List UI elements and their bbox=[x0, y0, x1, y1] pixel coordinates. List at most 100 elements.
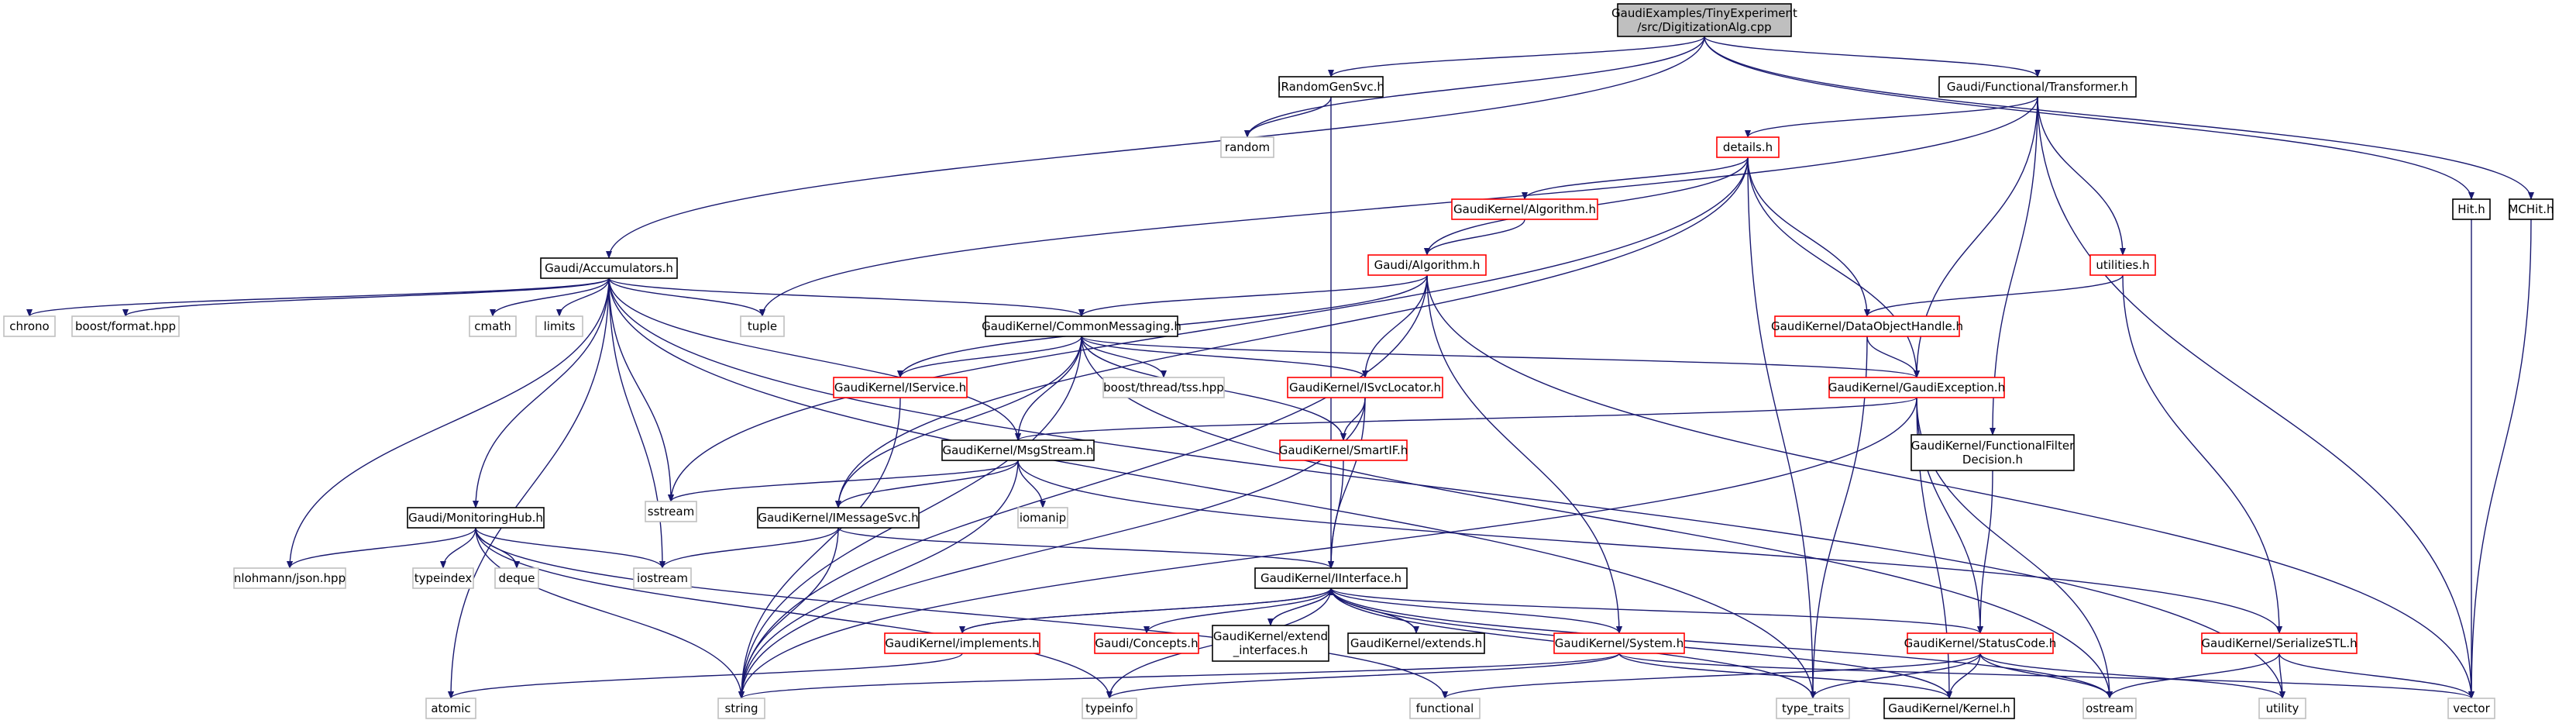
node-atomic: atomic bbox=[425, 698, 476, 719]
node-iservice[interactable]: GaudiKernel/IService.h bbox=[833, 377, 968, 398]
node-gk_algorithm[interactable]: GaudiKernel/Algorithm.h bbox=[1451, 198, 1598, 220]
edge-g_algorithm-to-common_messaging bbox=[1078, 274, 1428, 317]
node-mchit[interactable]: MCHit.h bbox=[2508, 198, 2554, 220]
edge-mchit-to-vector bbox=[2468, 219, 2532, 699]
edge-common_messaging-to-iservice bbox=[897, 336, 1082, 378]
edge-transformer-to-vector bbox=[2037, 96, 2475, 699]
node-system-box bbox=[1553, 632, 1685, 654]
node-kernel[interactable]: GaudiKernel/Kernel.h bbox=[1883, 698, 2015, 719]
node-tuple-box bbox=[740, 315, 785, 337]
node-transformer-label: Gaudi/Functional/Transformer.h bbox=[1947, 80, 2128, 94]
node-hit[interactable]: Hit.h bbox=[2452, 198, 2491, 220]
edge-accumulators-to-utility bbox=[608, 277, 2285, 699]
node-ostream-label: ostream bbox=[2086, 701, 2134, 715]
edge-msgstream-to-serializestl bbox=[1017, 460, 2282, 634]
node-implements[interactable]: GaudiKernel/implements.h bbox=[884, 632, 1040, 654]
node-iomanip: iomanip bbox=[1017, 507, 1068, 529]
node-details[interactable]: details.h bbox=[1716, 136, 1780, 158]
node-functional-box bbox=[1409, 698, 1481, 719]
edge-g_algorithm-to-vector bbox=[1426, 274, 2475, 699]
edge-statuscode-to-kernel bbox=[1946, 653, 1981, 699]
node-concepts[interactable]: Gaudi/Concepts.h bbox=[1094, 632, 1199, 654]
edge-serializestl-to-utility bbox=[2279, 653, 2285, 699]
node-boost_format: boost/format.hpp bbox=[71, 315, 180, 337]
node-monitoringhub[interactable]: Gaudi/MonitoringHub.h bbox=[407, 507, 545, 529]
node-irandom[interactable]: IRandomGenSvc.h bbox=[1278, 76, 1384, 98]
node-tuple: tuple bbox=[740, 315, 785, 337]
node-msgstream-label: GaudiKernel/MsgStream.h bbox=[942, 443, 1093, 457]
edge-common_messaging-to-isvclocator bbox=[1081, 336, 1368, 378]
node-iservice-box bbox=[833, 377, 968, 398]
node-extends-box bbox=[1347, 632, 1485, 654]
node-typeinfo-box bbox=[1082, 698, 1137, 719]
edge-monitoringhub-to-nlohmann bbox=[287, 527, 476, 569]
node-g_algorithm-label: Gaudi/Algorithm.h bbox=[1374, 258, 1481, 272]
node-smartif[interactable]: GaudiKernel/SmartIF.h bbox=[1279, 439, 1408, 461]
node-typeinfo-label: typeinfo bbox=[1085, 701, 1133, 715]
node-extend_interfaces-label: GaudiKernel/extend bbox=[1213, 629, 1328, 643]
node-dataobjecthandle[interactable]: GaudiKernel/DataObjectHandle.h bbox=[1771, 315, 1963, 337]
node-imessagesvc-label: GaudiKernel/IMessageSvc.h bbox=[758, 511, 918, 525]
edge-accumulators-to-atomic bbox=[448, 277, 610, 699]
node-utilities[interactable]: utilities.h bbox=[2089, 254, 2156, 276]
edge-accumulators-to-limits bbox=[556, 277, 610, 317]
edge-details-to-dataobjecthandle bbox=[1747, 157, 1870, 317]
node-functional: functional bbox=[1409, 698, 1481, 719]
node-isvclocator-box bbox=[1287, 377, 1443, 398]
node-mchit-box bbox=[2509, 198, 2554, 220]
node-statuscode-box bbox=[1907, 632, 2054, 654]
node-root-box bbox=[1617, 3, 1792, 37]
node-msgstream[interactable]: GaudiKernel/MsgStream.h bbox=[941, 439, 1095, 461]
node-chrono-box bbox=[3, 315, 56, 337]
node-concepts-label: Gaudi/Concepts.h bbox=[1095, 636, 1198, 650]
node-string-box bbox=[717, 698, 765, 719]
node-gk_algorithm-box bbox=[1451, 198, 1598, 220]
edge-accumulators-to-nlohmann bbox=[287, 277, 610, 569]
node-sstream-label: sstream bbox=[648, 505, 694, 519]
node-extends[interactable]: GaudiKernel/extends.h bbox=[1347, 632, 1485, 654]
node-statuscode[interactable]: GaudiKernel/StatusCode.h bbox=[1904, 632, 2057, 654]
edge-msgstream-to-iomanip bbox=[1017, 460, 1046, 508]
node-string-label: string bbox=[724, 701, 758, 715]
node-hit-label: Hit.h bbox=[2457, 202, 2485, 216]
node-isvclocator-label: GaudiKernel/ISvcLocator.h bbox=[1289, 381, 1441, 395]
node-atomic-box bbox=[425, 698, 476, 719]
node-string: string bbox=[717, 698, 765, 719]
edge-common_messaging-to-msgstream bbox=[1015, 336, 1082, 441]
node-accumulators-label: Gaudi/Accumulators.h bbox=[545, 261, 673, 275]
edge-transformer-to-tuple bbox=[759, 96, 2038, 317]
node-ostream-box bbox=[2082, 698, 2137, 719]
node-system[interactable]: GaudiKernel/System.h bbox=[1553, 632, 1685, 654]
node-sstream: sstream bbox=[645, 501, 697, 522]
node-typeindex: typeindex bbox=[412, 567, 474, 589]
node-serializestl[interactable]: GaudiKernel/SerializeSTL.h bbox=[2201, 632, 2358, 654]
edge-g_algorithm-to-string bbox=[738, 274, 1428, 699]
node-root[interactable]: GaudiExamples/TinyExperiment/src/Digitiz… bbox=[1611, 3, 1797, 37]
node-common_messaging[interactable]: GaudiKernel/CommonMessaging.h bbox=[982, 315, 1181, 337]
node-serializestl-label: GaudiKernel/SerializeSTL.h bbox=[2201, 636, 2357, 650]
node-dataobjecthandle-label: GaudiKernel/DataObjectHandle.h bbox=[1771, 319, 1963, 333]
edge-common_messaging-to-imessagesvc bbox=[835, 336, 1082, 508]
node-isvclocator[interactable]: GaudiKernel/ISvcLocator.h bbox=[1287, 377, 1443, 398]
node-typeinfo: typeinfo bbox=[1082, 698, 1137, 719]
node-iinterface[interactable]: GaudiKernel/IInterface.h bbox=[1254, 567, 1408, 589]
node-accumulators[interactable]: Gaudi/Accumulators.h bbox=[540, 257, 678, 279]
node-smartif-box bbox=[1279, 439, 1408, 461]
edge-g_algorithm-to-isvclocator bbox=[1362, 274, 1428, 378]
node-statuscode-label: GaudiKernel/StatusCode.h bbox=[1904, 636, 2057, 650]
node-extend_interfaces[interactable]: GaudiKernel/extend_interfaces.h bbox=[1212, 625, 1329, 662]
node-limits-label: limits bbox=[544, 319, 576, 333]
edge-gaudiexception-to-string bbox=[738, 397, 1917, 699]
node-g_algorithm[interactable]: Gaudi/Algorithm.h bbox=[1367, 254, 1487, 276]
edge-root-to-random bbox=[1244, 36, 1705, 138]
node-gaudiexception[interactable]: GaudiKernel/GaudiException.h bbox=[1828, 377, 2005, 398]
node-imessagesvc[interactable]: GaudiKernel/IMessageSvc.h bbox=[757, 507, 920, 529]
edge-irandom-to-random bbox=[1244, 96, 1332, 138]
edge-imessagesvc-to-iinterface bbox=[837, 527, 1334, 569]
edge-root-to-irandom bbox=[1328, 36, 1705, 78]
node-random-box bbox=[1220, 136, 1274, 158]
node-transformer[interactable]: Gaudi/Functional/Transformer.h bbox=[1938, 76, 2137, 98]
edge-monitoringhub-to-string bbox=[475, 527, 745, 699]
node-limits-box bbox=[535, 315, 583, 337]
